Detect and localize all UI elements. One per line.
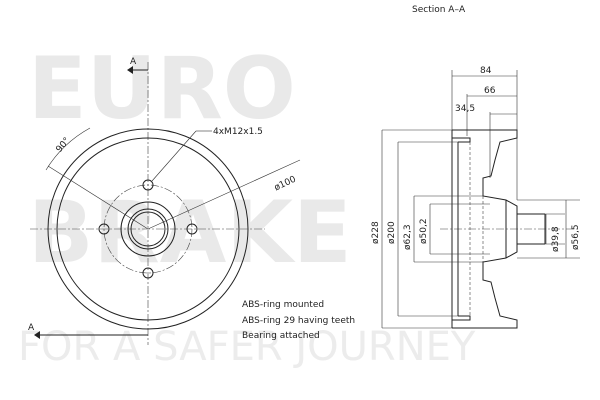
note-abs-ring: ABS-ring mounted	[242, 300, 324, 310]
bolt-hole-top	[142, 179, 154, 191]
drum-rim-lower	[451, 315, 471, 328]
section-mark-top: A	[130, 57, 137, 67]
drum-profile-lower	[452, 243, 545, 329]
section-arrow-top-head	[127, 66, 133, 74]
dia-623: ø62,3	[403, 224, 413, 250]
dia-398: ø39,8	[551, 226, 561, 252]
drum-outer-circle	[47, 128, 249, 330]
bolt-hole-bottom	[142, 267, 154, 279]
section-mark-bottom: A	[28, 323, 35, 333]
dia-228: ø228	[371, 221, 381, 244]
notes: ABS-ring mounted ABS-ring 29 having teet…	[242, 300, 355, 341]
dim-84: 84	[480, 66, 492, 76]
drum-rim-upper	[451, 130, 471, 143]
dim-66: 66	[484, 86, 496, 96]
section-arrow-bottom-head	[34, 331, 40, 339]
section-title: Section A–A	[412, 5, 466, 15]
angle-leader-1	[47, 165, 149, 230]
dia-502: ø50,2	[419, 218, 429, 244]
hub-outer-circle	[120, 201, 176, 257]
diameter-leader	[147, 159, 301, 230]
section-view: 84 66 34,5 ø228 ø200 ø62,3	[371, 66, 581, 329]
hub-bore-circle	[127, 208, 169, 250]
drum-profile-upper	[452, 129, 545, 215]
bolt-circle	[103, 184, 193, 274]
drum-inner-circle	[56, 137, 240, 321]
hub-bore-inner-circle	[130, 211, 166, 247]
note-bearing: Bearing attached	[242, 331, 320, 341]
watermark-euro: EURO	[28, 39, 296, 139]
note-abs-teeth: ABS-ring 29 having teeth	[242, 316, 355, 326]
bolt-hole-right	[186, 223, 198, 235]
bolt-label: 4xM12x1.5	[213, 127, 263, 137]
bolt-leader	[151, 130, 197, 182]
dim-345: 34,5	[455, 104, 475, 114]
dia-565: ø56,5	[571, 224, 581, 250]
bolt-hole-left	[98, 223, 110, 235]
watermark-tagline: FOR A SAFER JOURNEY	[18, 324, 476, 370]
dia-200: ø200	[387, 221, 397, 244]
